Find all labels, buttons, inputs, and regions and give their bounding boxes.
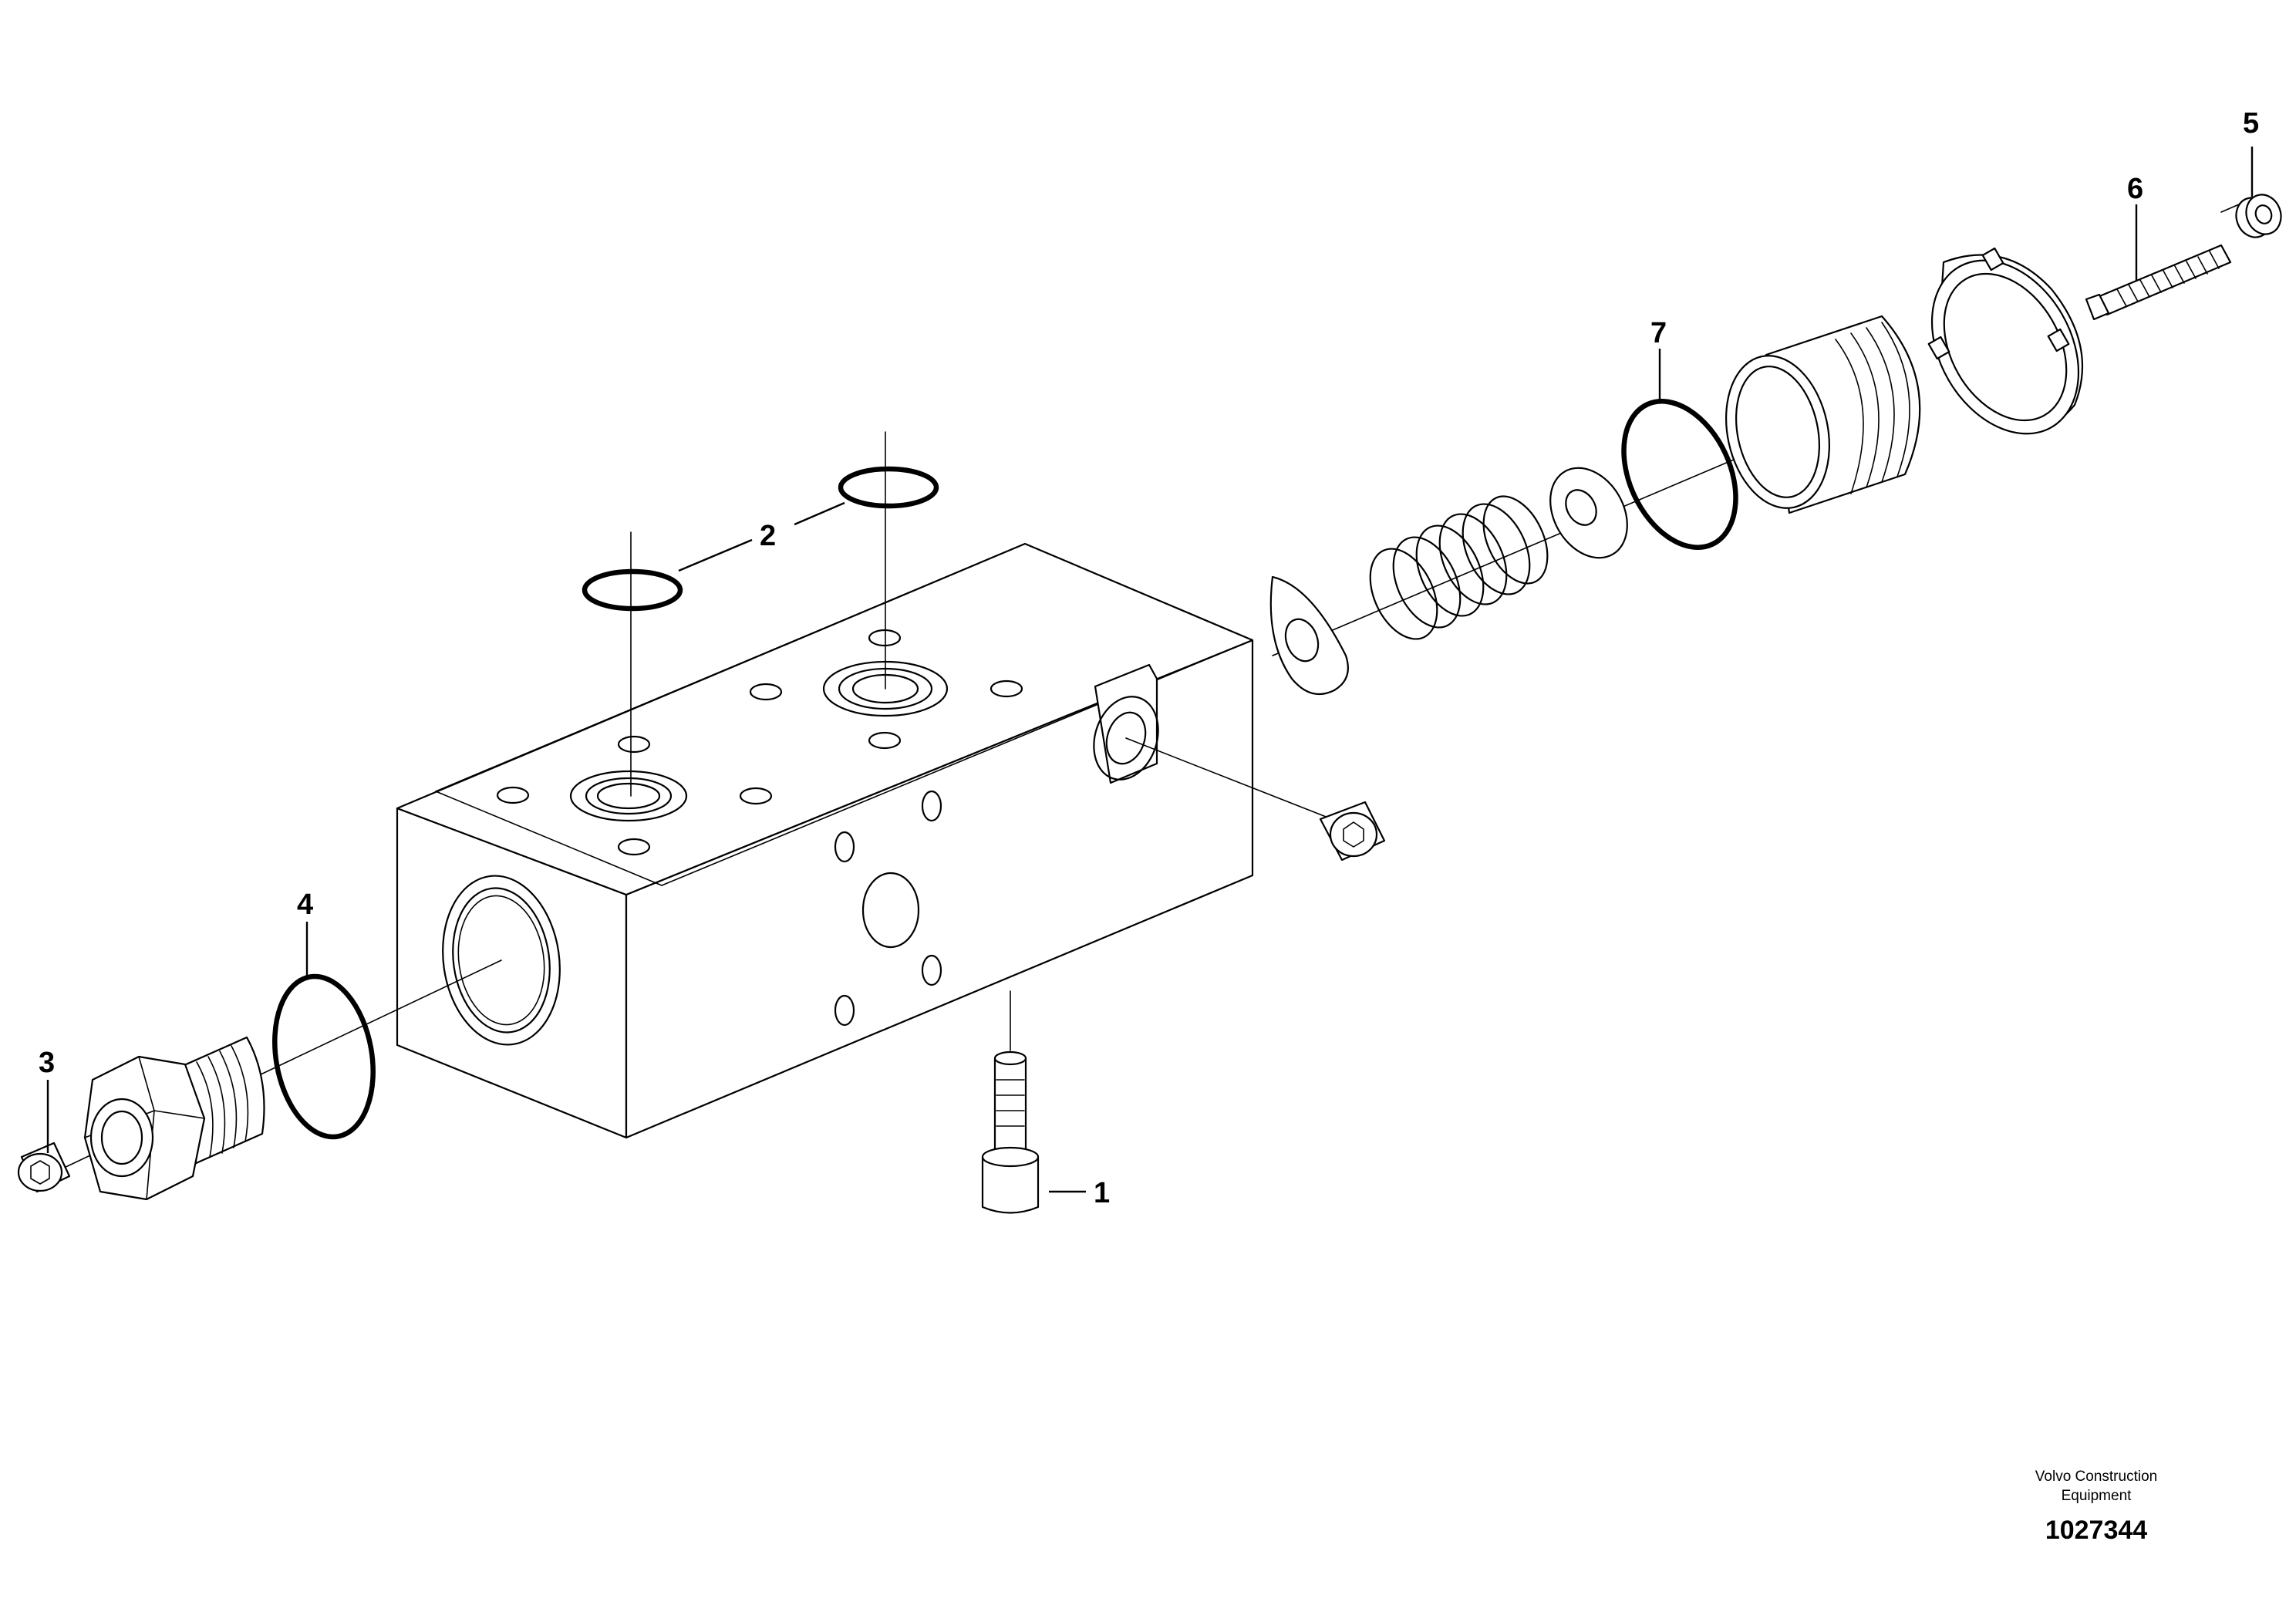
callout-1: 1 [1094, 1177, 1110, 1209]
drawing-number: 1027344 [2045, 1516, 2147, 1545]
left-plug-fitting [17, 1036, 265, 1201]
top-o-rings [582, 466, 939, 612]
callout-5: 5 [2243, 107, 2259, 140]
spring-seat [1269, 575, 1349, 696]
adjuster-housing [1725, 315, 1921, 514]
valve-o-ring [1621, 399, 1738, 550]
lock-nut [1927, 247, 2084, 435]
callout-2: 2 [760, 520, 776, 552]
valve-block [396, 542, 1254, 1139]
adjusting-screw [2085, 244, 2232, 321]
callout-3: 3 [39, 1047, 55, 1079]
brand-line-2: Equipment [2062, 1488, 2132, 1504]
brand-line-1: Volvo Construction [2035, 1469, 2157, 1485]
callout-7: 7 [1650, 317, 1667, 349]
spring [1369, 495, 1549, 640]
callout-6: 6 [2127, 173, 2143, 205]
left-o-ring [272, 973, 376, 1140]
washer [1549, 467, 1628, 559]
small-nut [2235, 194, 2282, 238]
footer-block: Volvo Construction Equipment 1027344 [2035, 1469, 2157, 1545]
callout-leaders [46, 147, 2254, 1193]
side-plug [1319, 801, 1386, 862]
cap-screw [981, 1050, 1040, 1214]
callout-4: 4 [297, 889, 313, 921]
